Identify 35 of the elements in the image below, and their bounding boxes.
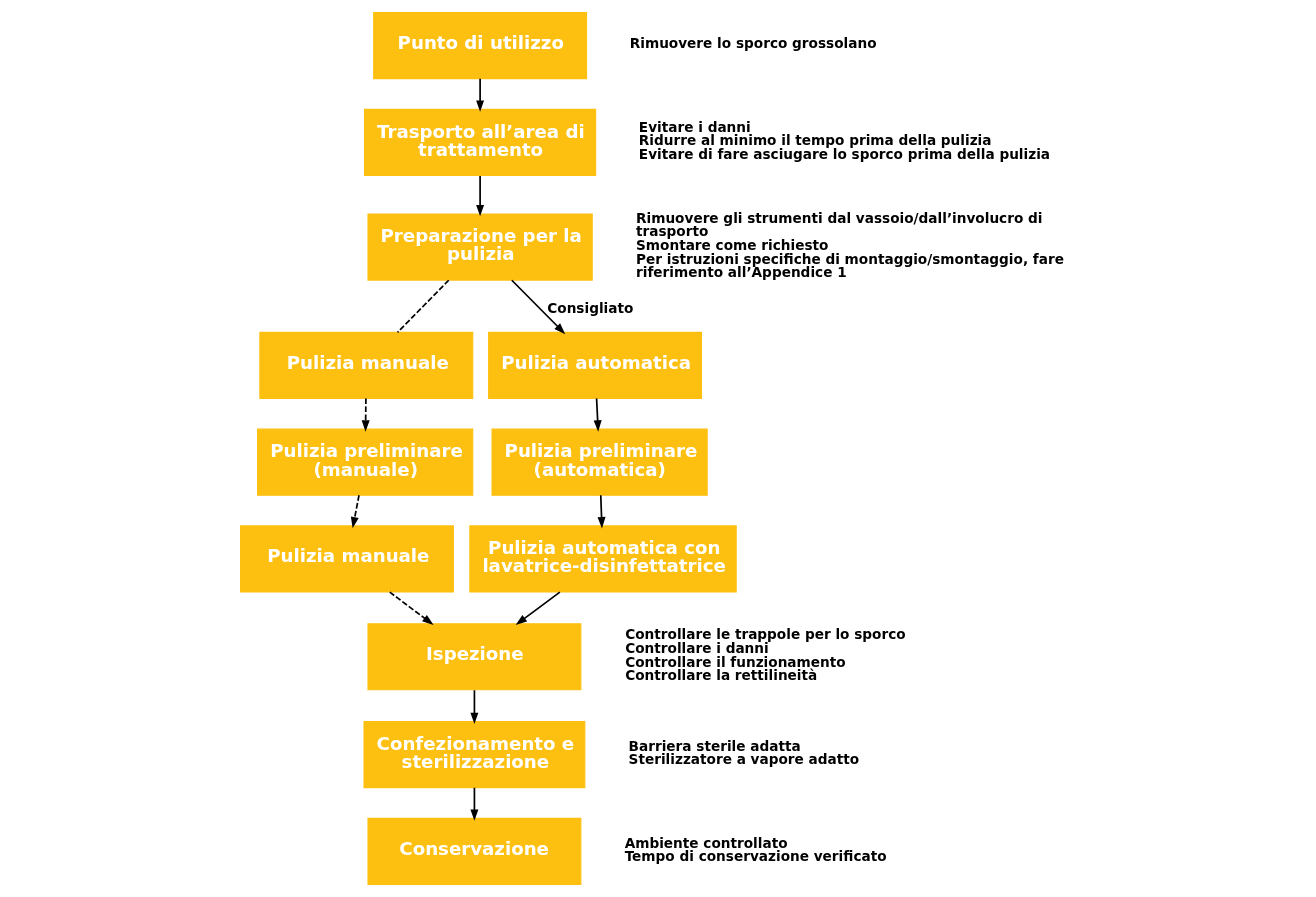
arrow <box>515 591 561 625</box>
arrow <box>350 494 360 529</box>
connector <box>396 279 450 334</box>
edge-label: Consigliato <box>546 299 633 316</box>
arrow <box>388 591 434 625</box>
node-label: Ambiente controllato <box>624 834 788 851</box>
node-label: Ridurre al minimo il tempo prima della pulizia <box>638 132 991 149</box>
node-box: Trasporto all’area di trattamento <box>363 108 596 176</box>
arrow <box>469 786 478 821</box>
node-box: Ispezione <box>366 623 581 691</box>
node-box: Confezionamento e sterilizzazione <box>362 721 585 789</box>
node-label: Rimuovere gli strumenti dal vassoio/dall’involucro di trasporto <box>635 209 1042 240</box>
arrow <box>597 494 606 529</box>
arrow <box>475 77 484 112</box>
arrow <box>469 689 478 725</box>
node-box: Pulizia manuale <box>258 331 473 399</box>
node-box: Pulizia preliminare (manuale) <box>256 428 473 496</box>
node-label: Evitare i danni <box>638 118 751 135</box>
arrow <box>475 175 484 217</box>
node-box: Pulizia automatica <box>487 331 702 399</box>
node-box: Conservazione <box>366 817 581 885</box>
node-box: Pulizia automatica con lavatrice-disinfettatrice <box>468 525 737 593</box>
arrow <box>593 397 602 432</box>
node-box: Punto di utilizzo <box>372 12 587 80</box>
node-label: Controllare le trappole per lo sporco <box>624 626 906 643</box>
node-label: Rimuovere lo sporco grossolano <box>629 35 877 52</box>
node-label: Barriera sterile adatta <box>628 737 801 754</box>
node-box: Preparazione per la pulizia <box>366 213 593 281</box>
arrow <box>361 397 370 432</box>
node-label: Sterilizzatore a vapore adatto <box>628 751 859 768</box>
node-box: Pulizia manuale <box>239 525 454 593</box>
node-box: Pulizia preliminare (automatica) <box>491 428 708 496</box>
node-label: Controllare la rettilineità <box>624 667 817 684</box>
node-label: Tempo di conservazione verificato <box>624 848 887 865</box>
arrow <box>510 279 565 335</box>
